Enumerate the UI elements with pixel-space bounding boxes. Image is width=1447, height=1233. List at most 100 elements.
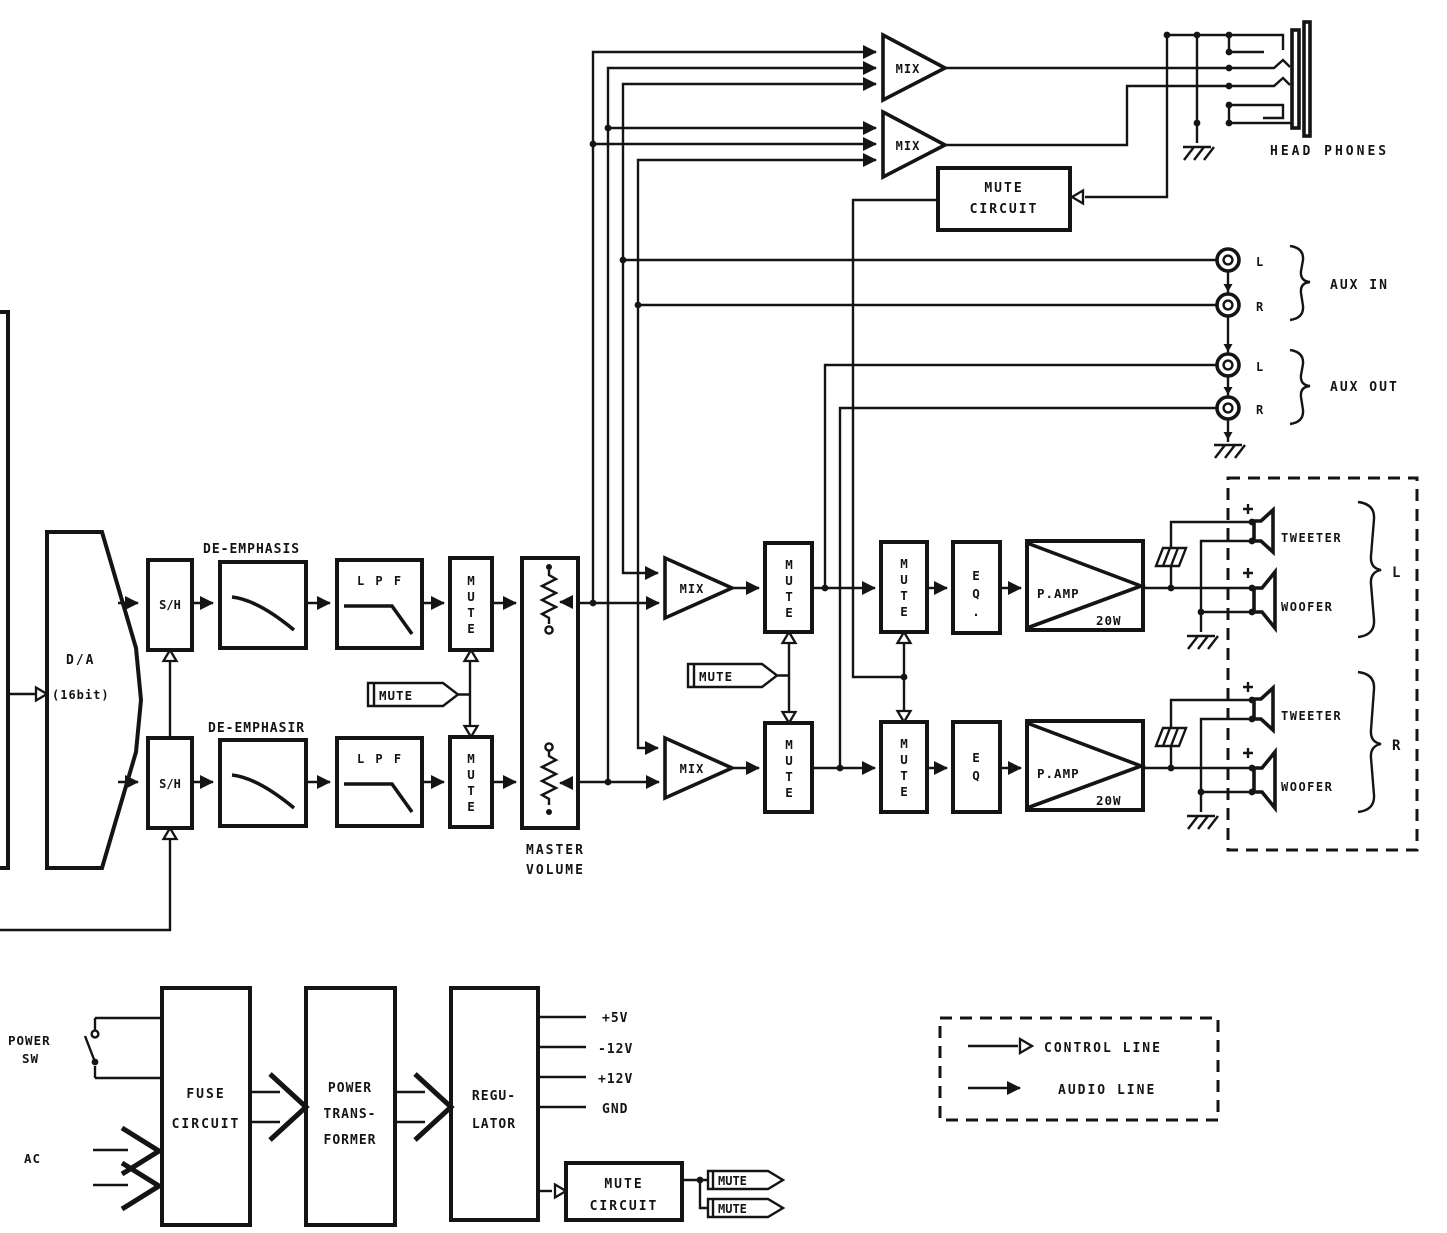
ground-icon-speaker-left [1187, 634, 1219, 650]
svg-text:CIRCUIT: CIRCUIT [970, 202, 1039, 217]
power-amp-block-bottom: P.AMP 20W [1025, 719, 1147, 812]
aux-out-l-label: L [1256, 360, 1263, 374]
woofer-icon-right [1252, 746, 1277, 814]
svg-text:CIRCUIT: CIRCUIT [172, 1117, 241, 1132]
da-bits-label: (16bit) [52, 688, 110, 702]
sample-hold-block-bottom: S/H [146, 736, 194, 830]
woofer-label-left: WOOFER [1281, 600, 1333, 614]
da-label: D/A [66, 653, 95, 668]
ground-icon-headphone [1183, 145, 1215, 161]
headphone-jack: HEAD PHONES [945, 20, 1389, 161]
svg-text:MUTE: MUTE [379, 688, 413, 703]
mix-amplifier-speaker-right: MIX [663, 735, 737, 801]
master-volume-block: MASTER VOLUME [520, 556, 585, 878]
aux-in-l-label: L [1256, 255, 1263, 269]
de-emphasis-block-bottom: DE-EMPHASIR [208, 721, 308, 828]
master-volume-label: MASTER [526, 843, 585, 858]
regulator-block: REGU- LATOR [449, 986, 540, 1222]
svg-text:TRANS-: TRANS- [324, 1107, 377, 1122]
mix-amplifier-headphone-left: MIX [881, 32, 949, 103]
power-supply-section: POWER SW AC FUSE CIRCUIT POWER TRANS- FO… [8, 986, 786, 1227]
svg-text:MUTE: MUTE [604, 1177, 643, 1192]
svg-text:MUTE: MUTE [984, 181, 1023, 196]
svg-text:MIX: MIX [680, 762, 705, 776]
power-amp-wattage-top: 20W [1096, 613, 1122, 628]
power-amp-block-top: P.AMP 20W [1025, 539, 1147, 632]
power-transformer-block: POWER TRANS- FORMER [304, 986, 397, 1227]
legend-audio-line-label: AUDIO LINE [1058, 1083, 1156, 1098]
svg-text:EQ: EQ [972, 750, 980, 783]
ac-input: AC [24, 1125, 164, 1212]
legend-box: CONTROL LINE AUDIO LINE [938, 1016, 1220, 1122]
de-emphasis-label-top: DE-EMPHASIS [203, 542, 300, 557]
svg-text:MIX: MIX [896, 62, 921, 76]
lpf-block-top: L P F [335, 558, 424, 650]
power-rails: +5V -12V +12V GND [538, 1011, 633, 1117]
aux-out-r-label: R [1256, 403, 1264, 417]
svg-text:CIRCUIT: CIRCUIT [590, 1199, 659, 1214]
svg-text:P.AMP: P.AMP [1037, 766, 1080, 781]
de-emphasis-block-top: DE-EMPHASIS [203, 542, 308, 650]
svg-text:L P F: L P F [357, 752, 403, 766]
svg-text:FUSE: FUSE [186, 1087, 225, 1102]
mix-amplifier-speaker-left: MIX [663, 555, 737, 621]
inductor-icon-left [1154, 546, 1188, 568]
tweeter-icon-left [1252, 505, 1275, 557]
woofer-label-right: WOOFER [1281, 780, 1333, 794]
aux-out-jack-right [1215, 395, 1241, 421]
svg-text:MUTE: MUTE [467, 573, 475, 636]
ground-icon-speaker-right [1187, 814, 1219, 830]
svg-text:L P F: L P F [357, 574, 403, 588]
lpf-block-bottom: L P F [335, 736, 424, 828]
svg-text:MUTE: MUTE [900, 556, 908, 619]
rail-5v-label: +5V [602, 1011, 628, 1026]
speaker-section: TWEETER WOOFER TWEETER WOOFER L R [1154, 476, 1419, 852]
svg-text:P.AMP: P.AMP [1037, 586, 1080, 601]
svg-text:S/H: S/H [159, 777, 181, 791]
svg-text:POWER: POWER [328, 1081, 372, 1096]
mute-flag-3: MUTE [706, 1169, 786, 1191]
digital-processor-block [0, 310, 50, 870]
svg-text:MUTE: MUTE [699, 669, 733, 684]
svg-text:MUTE: MUTE [785, 737, 793, 800]
svg-text:MUTE: MUTE [785, 557, 793, 620]
tweeter-label-left: TWEETER [1281, 531, 1342, 545]
fuse-circuit-block: FUSE CIRCUIT [160, 986, 252, 1227]
svg-text:REGU-: REGU- [472, 1089, 516, 1104]
sample-hold-block-top: S/H [146, 558, 194, 652]
rail-minus12v-label: -12V [598, 1042, 633, 1057]
power-sw-label2: SW [22, 1051, 39, 1066]
woofer-icon-left [1252, 566, 1277, 634]
tweeter-icon-right [1252, 683, 1275, 735]
speaker-l-label: L [1392, 565, 1400, 581]
power-sw-label: POWER [8, 1033, 51, 1048]
svg-text:MUTE: MUTE [900, 736, 908, 799]
aux-out-label: AUX OUT [1330, 380, 1399, 395]
aux-jacks: L R L R AUX IN AUX OUT [1214, 244, 1399, 459]
legend-control-line-label: CONTROL LINE [1044, 1041, 1162, 1056]
aux-in-jack-left [1215, 247, 1241, 273]
aux-in-r-label: R [1256, 300, 1264, 314]
rail-gnd-label: GND [602, 1102, 628, 1117]
svg-text:MUTE: MUTE [718, 1174, 747, 1188]
svg-text:EQ.: EQ. [972, 568, 980, 619]
headphones-label: HEAD PHONES [1270, 144, 1389, 159]
mute-circuit-block-headphone: MUTE CIRCUIT [936, 166, 1072, 232]
sample-hold-control-line [0, 647, 179, 932]
audio-line-wiring [192, 45, 1252, 789]
svg-text:MUTE: MUTE [718, 1202, 747, 1216]
mute-flag-4: MUTE [706, 1197, 786, 1219]
aux-in-label: AUX IN [1330, 278, 1389, 293]
aux-out-jack-left [1215, 352, 1241, 378]
svg-text:MIX: MIX [680, 582, 705, 596]
power-switch: POWER SW [8, 1016, 162, 1080]
da-converter-block: D/A (16bit) [45, 530, 144, 870]
inductor-icon-right [1154, 726, 1188, 748]
